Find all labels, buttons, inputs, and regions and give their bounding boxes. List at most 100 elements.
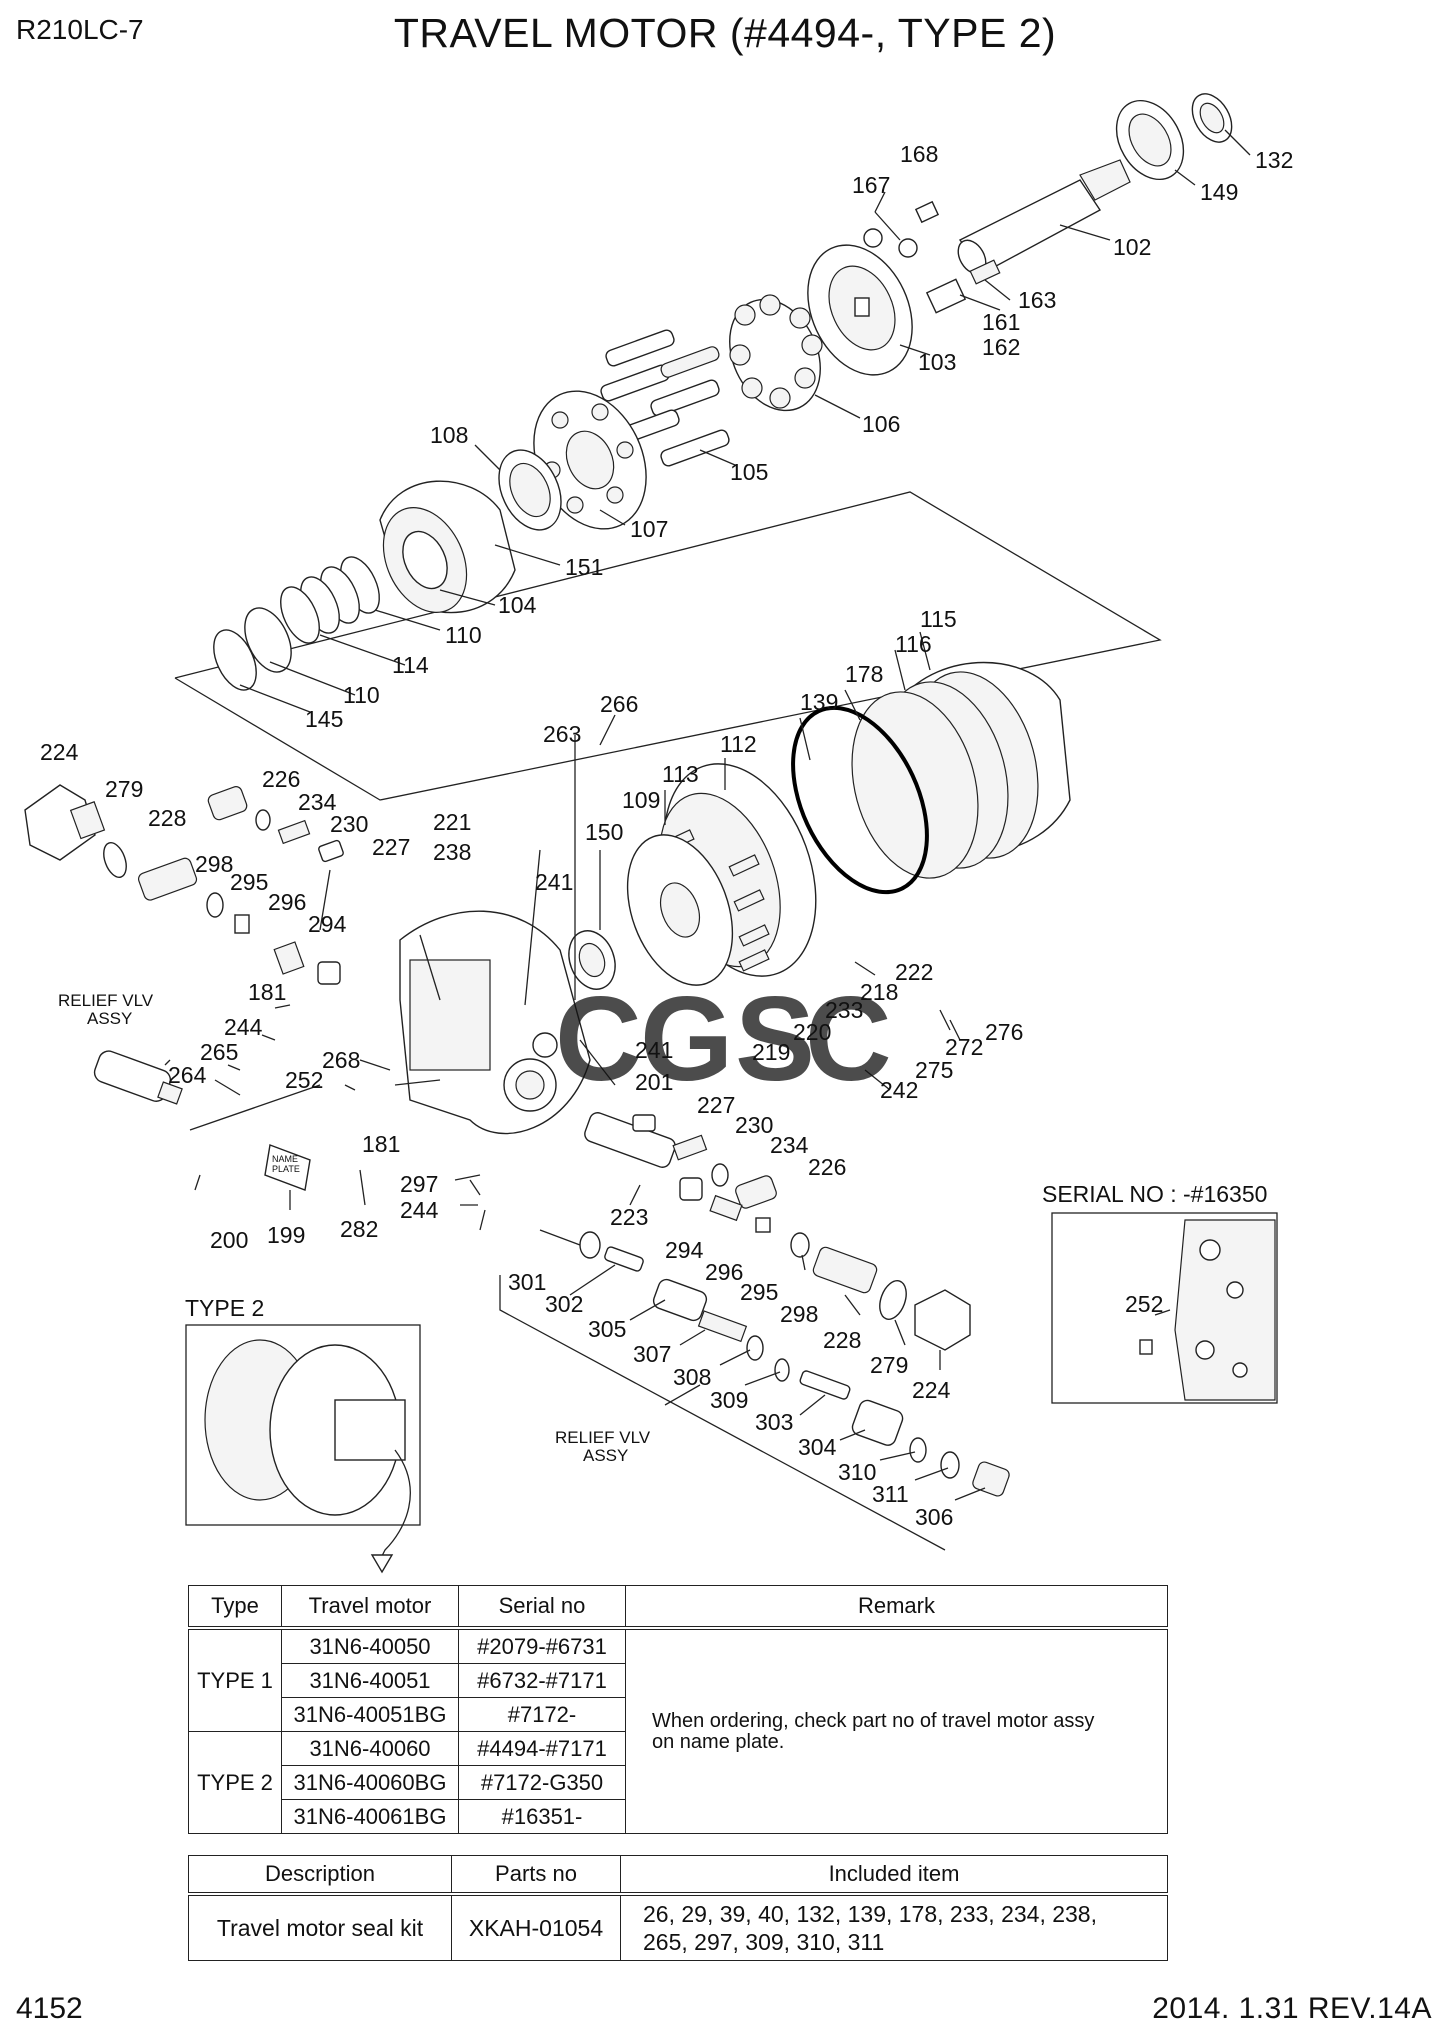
callout-264: 264 [168, 1062, 207, 1088]
swash-plate-103 [807, 244, 913, 376]
callout-295-right: 295 [740, 1279, 778, 1305]
inset-part-252 [1139, 1339, 1153, 1355]
exploded-parts-diagram: 132 149 168 167 102 163 161 162 103 106 … [24, 93, 1293, 1574]
callout-263: 263 [543, 721, 581, 747]
included-items-cell: 26, 29, 39, 40, 132, 139, 178, 233, 234,… [620, 1893, 1168, 1961]
callout-228-left: 228 [148, 805, 186, 831]
table-row: Travel motor seal kit XKAH-01054 26, 29,… [188, 1893, 1168, 1961]
serial-cell: #7172-G350 [458, 1765, 626, 1800]
poppet-226-left [207, 786, 248, 821]
callout-266: 266 [600, 691, 638, 717]
callout-105: 105 [730, 459, 768, 485]
relief-assembly-bracket [499, 1275, 946, 1551]
model-code: R210LC-7 [16, 14, 144, 45]
serial-cell: #2079-#6731 [458, 1627, 626, 1664]
callout-114: 114 [392, 652, 429, 678]
callout-226-left: 226 [262, 766, 300, 792]
remark-cell: When ordering, check part no of travel m… [625, 1627, 1168, 1834]
header-included-item: Included item [620, 1855, 1168, 1896]
bearing-149 [1115, 99, 1185, 181]
callout-228-right: 228 [823, 1327, 861, 1353]
motor-cell: 31N6-40050 [281, 1627, 459, 1664]
spring-163 [969, 259, 1001, 285]
callout-309: 309 [710, 1387, 748, 1413]
callout-307: 307 [633, 1341, 671, 1367]
piston-304 [851, 1399, 904, 1446]
motor-cell: 31N6-40051BG [281, 1697, 459, 1732]
o-ring-139 [791, 705, 929, 895]
included-items-line: 26, 29, 39, 40, 132, 139, 178, 233, 234,… [643, 1901, 1097, 1927]
callout-224-right: 224 [912, 1377, 951, 1403]
motor-cell: 31N6-40061BG [281, 1799, 459, 1834]
description-cell: Travel motor seal kit [188, 1893, 452, 1961]
ball-167a [863, 228, 883, 248]
watermark-logo: C G S C [555, 972, 892, 1106]
remark-line: When ordering, check part no of travel m… [652, 1709, 1095, 1732]
callout-219: 219 [752, 1039, 790, 1065]
spring-228-right [812, 1246, 878, 1294]
plug-224-left [24, 784, 106, 861]
poppet-226-right [735, 1175, 777, 1209]
o-ring-279-left [103, 842, 127, 878]
callout-115: 115 [920, 606, 957, 632]
callout-234-left: 234 [298, 789, 337, 815]
callout-178: 178 [845, 661, 883, 687]
header-remark: Remark [625, 1585, 1168, 1630]
callout-252-inset: 252 [1125, 1291, 1163, 1317]
header-type: Type [188, 1585, 282, 1630]
spring-228-left [137, 857, 198, 901]
header-serial-no: Serial no [458, 1585, 626, 1630]
poppet-294-left [317, 961, 341, 985]
callout-226-right: 226 [808, 1154, 846, 1180]
washer-298-left [206, 892, 224, 918]
spring-307 [697, 1310, 748, 1343]
seal-132 [1191, 93, 1233, 143]
serial-cell: #7172- [458, 1697, 626, 1732]
name-plate-text: NAME [272, 1154, 298, 1164]
callout-241-top: 241 [535, 869, 573, 895]
o-ring-308 [746, 1335, 764, 1361]
drive-shaft-102 [957, 159, 1131, 275]
relief-valve-assy-label-right: ASSY [583, 1446, 628, 1465]
spool-223 [584, 1112, 676, 1168]
callout-272: 272 [945, 1034, 983, 1060]
relief-valve-assy-label-left: ASSY [87, 1009, 132, 1028]
callout-167: 167 [852, 172, 890, 198]
callout-252: 252 [285, 1067, 323, 1093]
shoe-plate-106 [729, 294, 823, 412]
relief-valve-label-left: RELIEF VLV [58, 991, 154, 1010]
pin-295-left [234, 914, 250, 934]
table-row: 31N6-40051 #6732-#7171 [189, 1663, 1168, 1698]
plunger-303 [799, 1370, 851, 1400]
callout-294-right: 294 [665, 1237, 704, 1263]
header-parts-no: Parts no [451, 1855, 621, 1896]
parts-no-cell: XKAH-01054 [451, 1893, 621, 1961]
callout-168: 168 [900, 141, 938, 167]
callout-112: 112 [720, 731, 757, 757]
motor-cell: 31N6-40060 [281, 1731, 459, 1766]
type2-inset: TYPE 2 [185, 1295, 421, 1574]
callout-230-left: 230 [330, 811, 368, 837]
callout-108: 108 [430, 422, 468, 448]
table-row: 31N6-40060BG #7172-G350 [189, 1765, 1168, 1800]
plate-109 [626, 834, 734, 986]
callout-163: 163 [1018, 287, 1056, 313]
callout-150: 150 [585, 819, 623, 845]
callout-308: 308 [673, 1364, 711, 1390]
poppet-302 [604, 1246, 644, 1272]
poppet-294-right [679, 1177, 703, 1201]
revision-date: 2014. 1.31 REV.14A [1152, 1992, 1432, 2025]
callout-305: 305 [588, 1316, 626, 1342]
callout-304: 304 [798, 1434, 837, 1460]
brake-plates-115-116 [851, 661, 1071, 879]
callout-200: 200 [210, 1227, 248, 1253]
callout-116: 116 [895, 631, 932, 657]
callout-294-left: 294 [308, 911, 347, 937]
callout-279-left: 279 [105, 776, 143, 802]
o-ring-309 [774, 1358, 790, 1382]
callout-110-b: 110 [343, 682, 380, 708]
callout-181-top: 181 [248, 979, 286, 1005]
callout-296-left: 296 [268, 889, 306, 915]
callout-230-right: 230 [735, 1112, 773, 1138]
callout-301: 301 [508, 1269, 546, 1295]
